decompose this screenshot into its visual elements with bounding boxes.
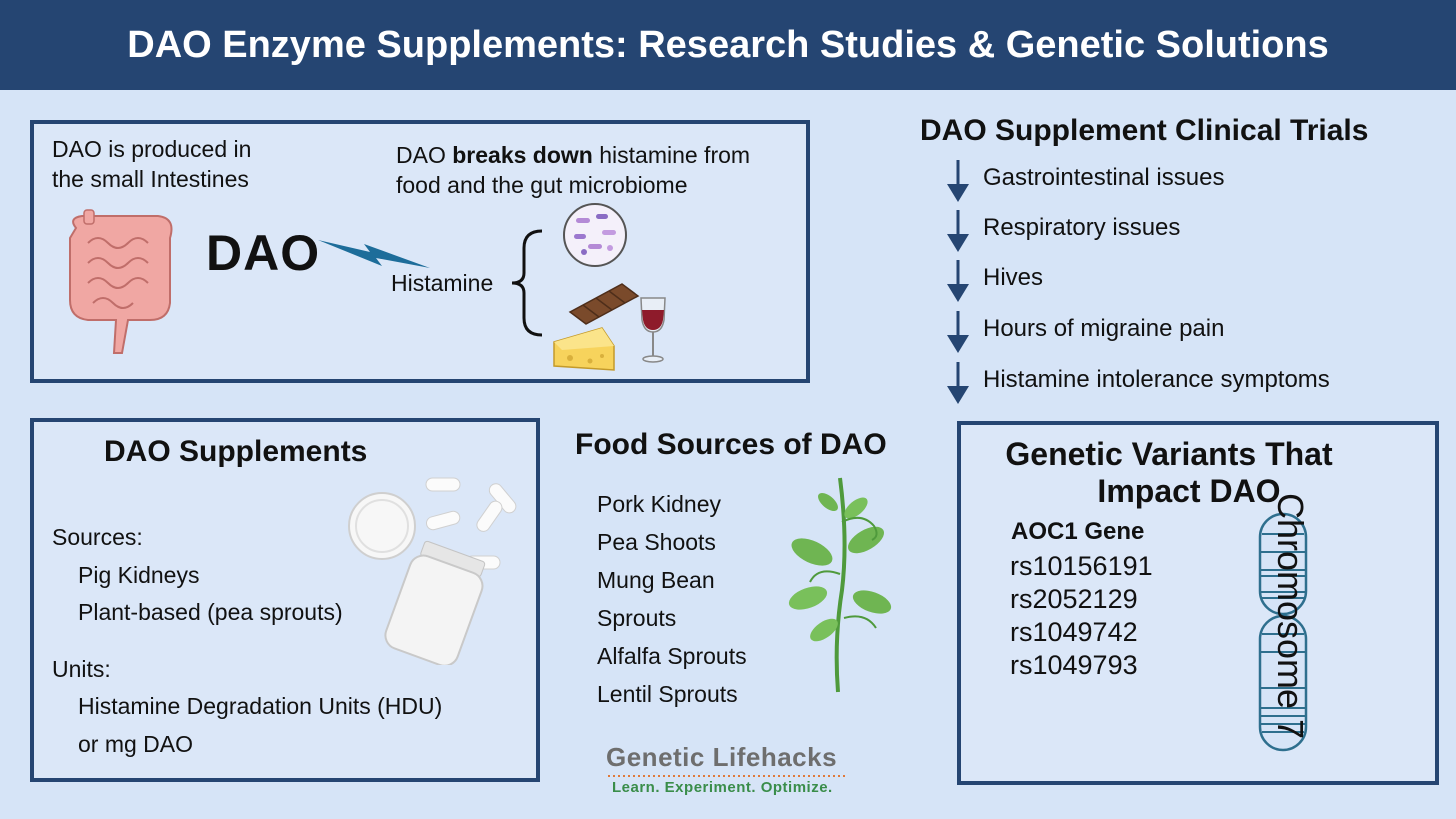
food-item: Lentil Sprouts	[597, 681, 738, 707]
trial-item: Histamine intolerance symptoms	[945, 362, 1425, 412]
brace-icon	[511, 229, 543, 337]
food-list: Pork Kidney Pea Shoots Mung Bean Sprouts…	[597, 485, 747, 713]
food-item: Pea Shoots	[597, 529, 716, 555]
supplements-title: DAO Supplements	[104, 435, 368, 468]
food-item: Sprouts	[597, 605, 677, 631]
gene-label: AOC1 Gene	[1011, 518, 1145, 545]
down-arrow-icon	[947, 311, 969, 353]
breaks-bold: breaks down	[452, 142, 593, 168]
produced-line-1: DAO is produced in	[52, 136, 252, 162]
rs-id: rs1049793	[1010, 650, 1138, 680]
down-arrow-icon	[947, 160, 969, 202]
trial-item: Hives	[945, 260, 1425, 310]
produced-line-2: the small Intestines	[52, 166, 249, 192]
food-item: Alfalfa Sprouts	[597, 643, 747, 669]
units-line-1: Histamine Degradation Units (HDU)	[78, 693, 443, 719]
trial-label: Histamine intolerance symptoms	[983, 366, 1330, 393]
header-banner: DAO Enzyme Supplements: Research Studies…	[0, 0, 1456, 90]
food-item: Pork Kidney	[597, 491, 722, 517]
trial-label: Hives	[983, 264, 1044, 291]
rs-list: rs10156191 rs2052129 rs1049742 rs1049793	[1010, 550, 1153, 682]
dao-label: DAO	[206, 225, 321, 281]
down-arrow-icon	[947, 210, 969, 252]
genetics-title-line-2: Impact DAO	[1097, 473, 1281, 509]
trial-item: Gastrointestinal issues	[945, 160, 1425, 210]
pea-shoot-icon	[788, 477, 892, 693]
breaks-prefix: DAO	[396, 142, 453, 168]
genetics-title-line-1: Genetic Variants That	[1005, 436, 1333, 472]
chromosome-icon	[1258, 512, 1308, 752]
trial-label: Hours of migraine pain	[983, 315, 1225, 342]
trial-item: Hours of migraine pain	[945, 311, 1425, 361]
chromosome-label: Chromosome 7	[1270, 492, 1311, 740]
intestine-icon	[69, 209, 173, 354]
down-arrow-icon	[947, 362, 969, 404]
down-arrow-icon	[947, 260, 969, 302]
rs-id: rs10156191	[1010, 551, 1153, 581]
breaks-line-2: food and the gut microbiome	[396, 172, 688, 198]
source-item: Plant-based (pea sprouts)	[78, 599, 343, 625]
logo-title: Genetic Lifehacks	[606, 742, 838, 772]
brand-logo: Genetic Lifehacks Learn. Experiment. Opt…	[606, 742, 856, 796]
histamine-label: Histamine	[391, 270, 494, 296]
wine-glass-icon	[640, 297, 666, 363]
sources-label: Sources:	[52, 524, 143, 550]
logo-dots-divider	[608, 775, 848, 777]
source-item: Pig Kidneys	[78, 562, 200, 588]
rs-id: rs1049742	[1010, 617, 1138, 647]
trial-label: Respiratory issues	[983, 214, 1181, 241]
pill-bottle-icon	[348, 477, 517, 665]
chocolate-icon	[568, 283, 640, 325]
units-line-2: or mg DAO	[78, 731, 194, 757]
logo-tagline: Learn. Experiment. Optimize.	[612, 779, 833, 796]
trial-label: Gastrointestinal issues	[983, 164, 1225, 191]
rs-id: rs2052129	[1010, 584, 1138, 614]
units-label: Units:	[52, 656, 111, 682]
produced-text: DAO is produced in the small Intestines	[52, 134, 251, 194]
food-title: Food Sources of DAO	[575, 428, 887, 461]
genetics-title: Genetic Variants That Impact DAO	[960, 436, 1378, 510]
trials-title: DAO Supplement Clinical Trials	[920, 114, 1369, 147]
lightning-bolt-icon	[318, 240, 430, 268]
page-title: DAO Enzyme Supplements: Research Studies…	[127, 23, 1329, 66]
genetics-panel	[957, 421, 1439, 785]
breaks-down-text: DAO breaks down histamine from food and …	[396, 140, 750, 200]
microbe-icon	[563, 203, 627, 267]
breaks-suffix: histamine from	[592, 142, 751, 168]
trial-item: Respiratory issues	[945, 210, 1425, 260]
food-item: Mung Bean	[597, 567, 715, 593]
cheese-icon	[553, 327, 615, 371]
